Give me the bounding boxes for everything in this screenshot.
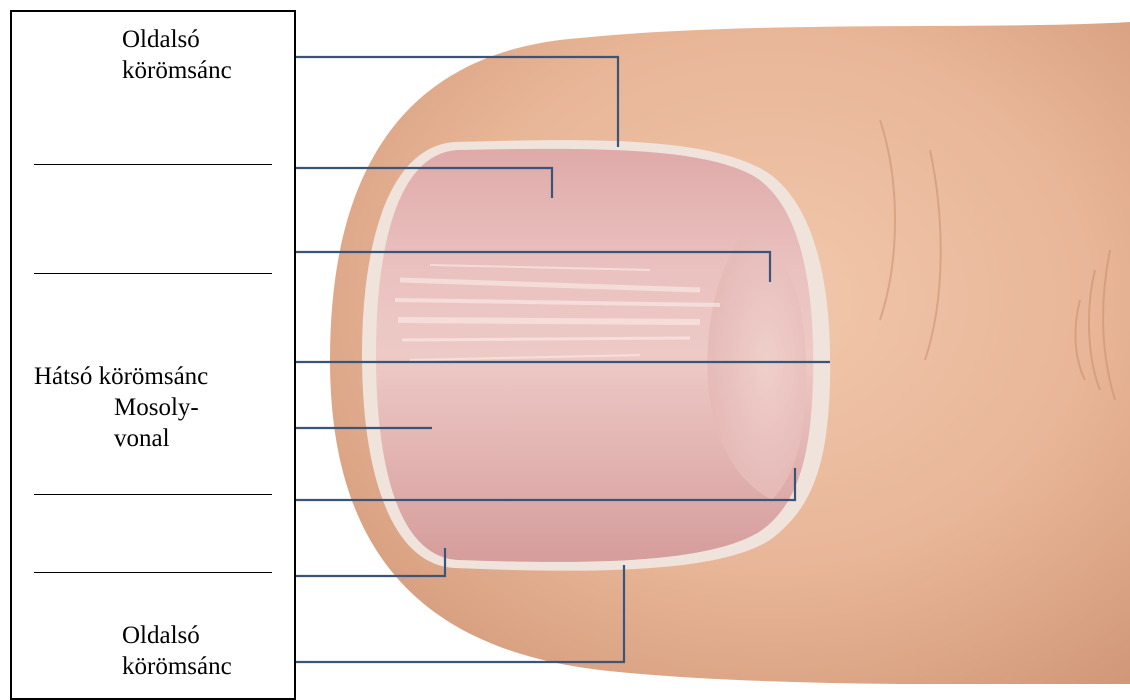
label-lateral-fold-bottom: Oldalsó körömsánc — [122, 620, 232, 682]
label-proximal-fold: Hátsó körömsánc — [34, 361, 208, 392]
label-lateral-fold-top: Oldalsó körömsánc — [122, 24, 232, 86]
blank-answer-line-2 — [34, 273, 272, 274]
blank-answer-line-4 — [34, 572, 272, 573]
blank-answer-line-3 — [34, 494, 272, 495]
label-lunula: Mosoly- vonal — [114, 392, 199, 454]
blank-answer-line-1 — [34, 164, 272, 165]
label-column: Oldalsó körömsánc Hátsó körömsánc Mosoly… — [10, 10, 296, 700]
